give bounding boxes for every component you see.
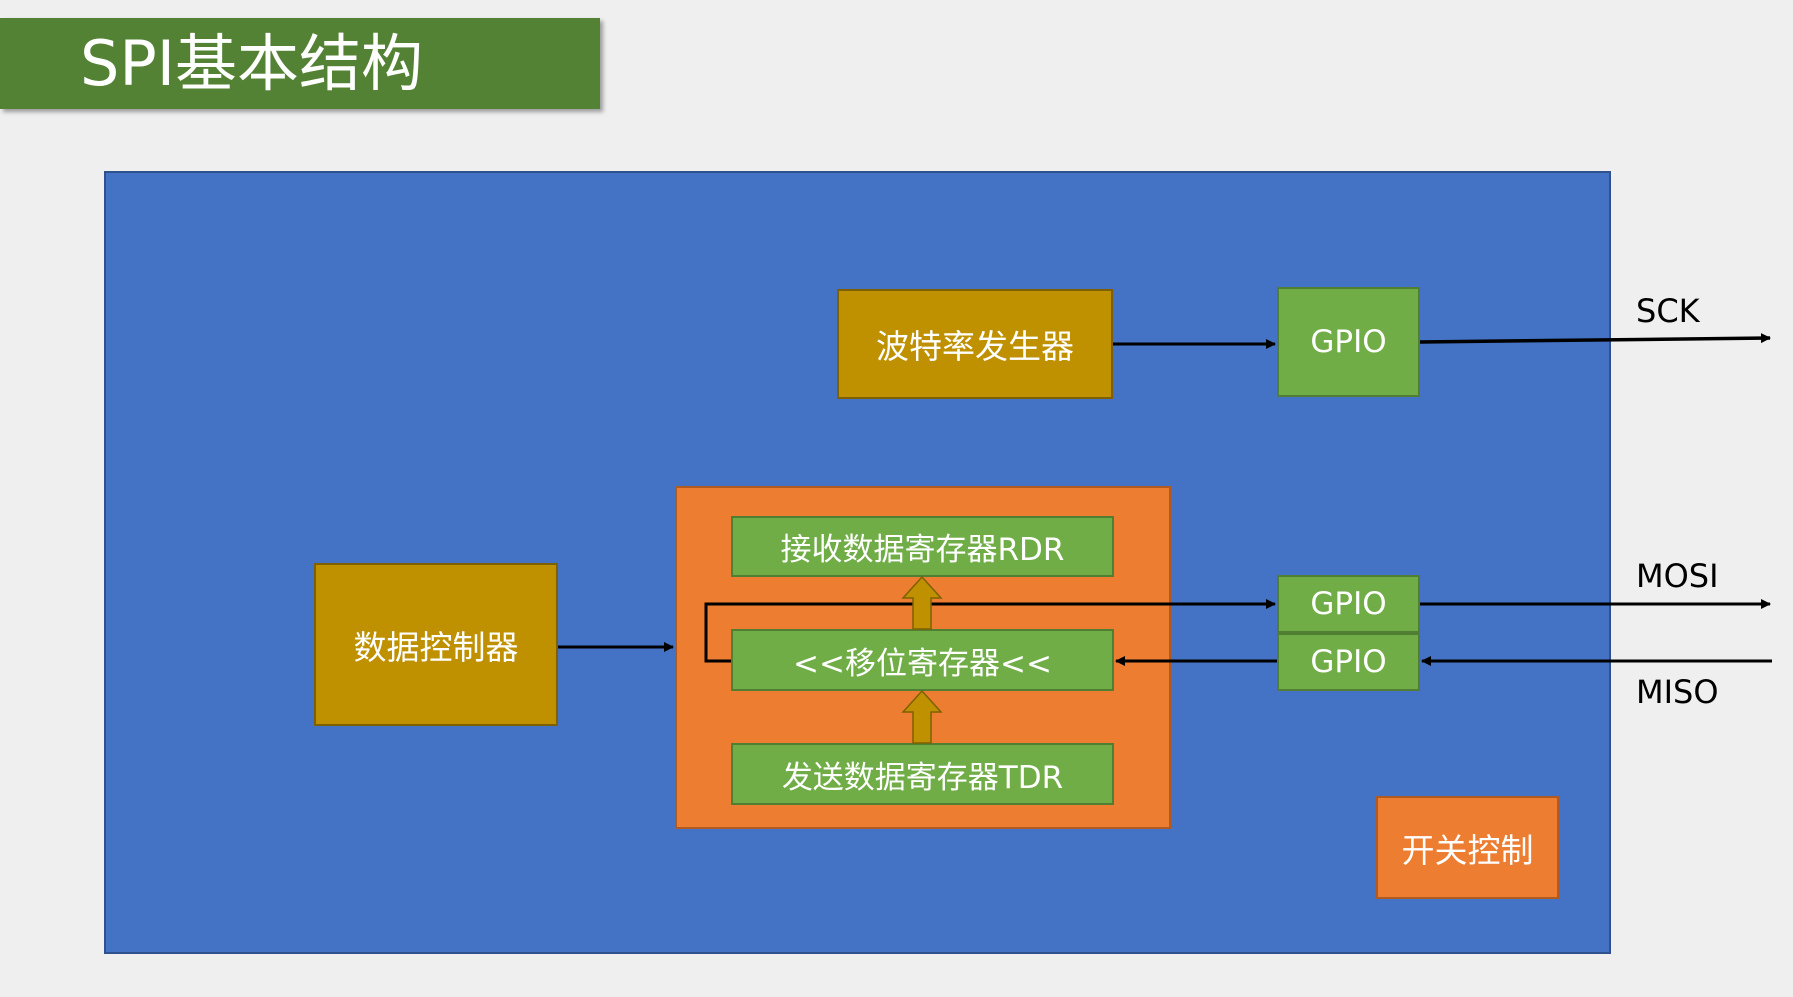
data-controller-block: 数据控制器 <box>314 563 558 726</box>
wire-shift-to-mosi <box>704 599 1276 663</box>
baud-rate-generator-label: 波特率发生器 <box>876 327 1074 366</box>
gpio-sck-label: GPIO <box>1310 324 1387 360</box>
gpio-miso-block: GPIO <box>1277 633 1420 691</box>
baud-rate-generator-block: 波特率发生器 <box>837 289 1113 399</box>
shift-to-rdr-block-arrow <box>901 575 943 630</box>
rx-data-register-block: 接收数据寄存器RDR <box>731 516 1114 577</box>
title-banner: SPI基本结构 <box>0 18 600 109</box>
tdr-to-shift-block-arrow <box>901 689 943 744</box>
gpio-sck-block: GPIO <box>1277 287 1420 397</box>
wire-sck-out <box>1419 333 1771 344</box>
switch-control-label: 开关控制 <box>1401 830 1534 870</box>
mosi-signal-label: MOSI <box>1636 557 1719 595</box>
tx-data-register-label: 发送数据寄存器TDR <box>781 759 1064 796</box>
rx-data-register-label: 接收数据寄存器RDR <box>780 532 1065 568</box>
tx-data-register-block: 发送数据寄存器TDR <box>731 743 1114 805</box>
gpio-miso-label: GPIO <box>1310 644 1387 680</box>
sck-signal-label: SCK <box>1636 292 1700 330</box>
data-controller-label: 数据控制器 <box>353 627 519 667</box>
gpio-mosi-block: GPIO <box>1277 575 1420 633</box>
miso-signal-label: MISO <box>1636 673 1719 711</box>
page-title: SPI基本结构 <box>80 27 424 100</box>
shift-register-label: <<移位寄存器<< <box>793 645 1052 682</box>
shift-register-block: <<移位寄存器<< <box>731 629 1114 691</box>
gpio-mosi-label: GPIO <box>1310 586 1387 622</box>
switch-control-block: 开关控制 <box>1376 796 1559 899</box>
